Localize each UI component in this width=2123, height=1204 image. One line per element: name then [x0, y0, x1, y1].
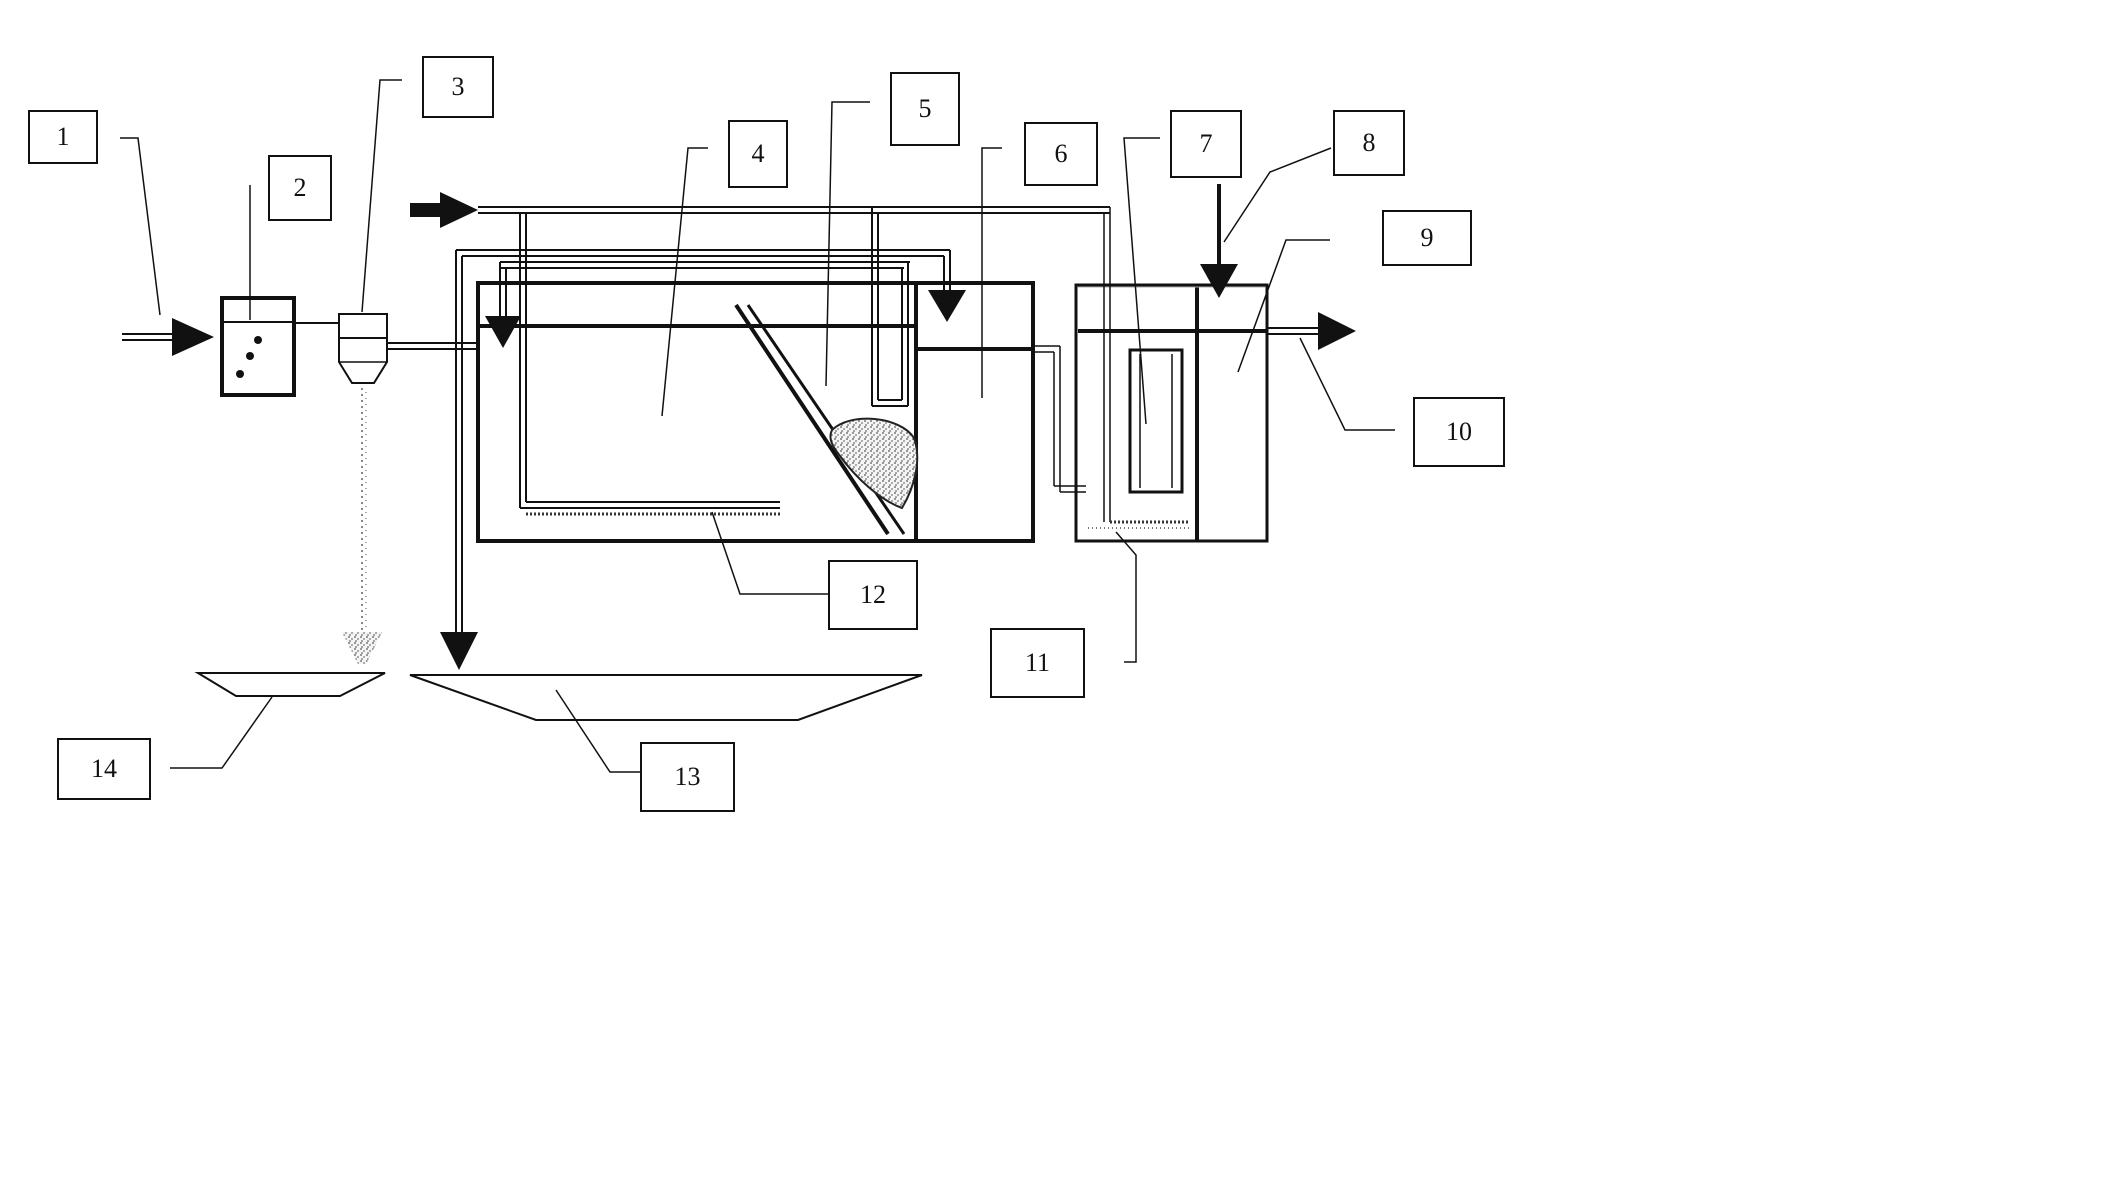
large-collection-tray: [409, 674, 923, 721]
small-collection-tray: [194, 672, 386, 697]
dosing-tank: [220, 296, 296, 397]
solids-stream: [342, 388, 382, 664]
label-7: 7: [1170, 110, 1242, 178]
dosing-arrow: [1200, 184, 1238, 298]
membrane-air-pipe: [1103, 207, 1111, 522]
leader-lines: [120, 79, 1395, 773]
membrane-module: [1128, 348, 1184, 494]
aeration-pipe: [519, 213, 780, 509]
process-diagram: [120, 79, 1395, 773]
sludge-blanket: [829, 417, 919, 510]
inlet-flow-arrow: [122, 318, 214, 356]
recirculation-pipes: [440, 249, 966, 670]
effluent-arrow: [1267, 312, 1356, 350]
supply-line-arrow: [410, 192, 1110, 228]
label-5: 5: [890, 72, 960, 146]
separator-unit: [338, 313, 388, 384]
label-10: 10: [1413, 397, 1505, 467]
label-6: 6: [1024, 122, 1098, 186]
label-4: 4: [728, 120, 788, 188]
label-9: 9: [1382, 210, 1472, 266]
label-8: 8: [1333, 110, 1405, 176]
label-13: 13: [640, 742, 735, 812]
label-14: 14: [57, 738, 151, 800]
label-2: 2: [268, 155, 332, 221]
reactor-tank: [476, 281, 1035, 543]
sludge-pipes: [871, 207, 909, 407]
label-1: 1: [28, 110, 98, 164]
label-11: 11: [990, 628, 1085, 698]
label-12: 12: [828, 560, 918, 630]
label-3: 3: [422, 56, 494, 118]
transfer-pipe: [1033, 345, 1086, 493]
